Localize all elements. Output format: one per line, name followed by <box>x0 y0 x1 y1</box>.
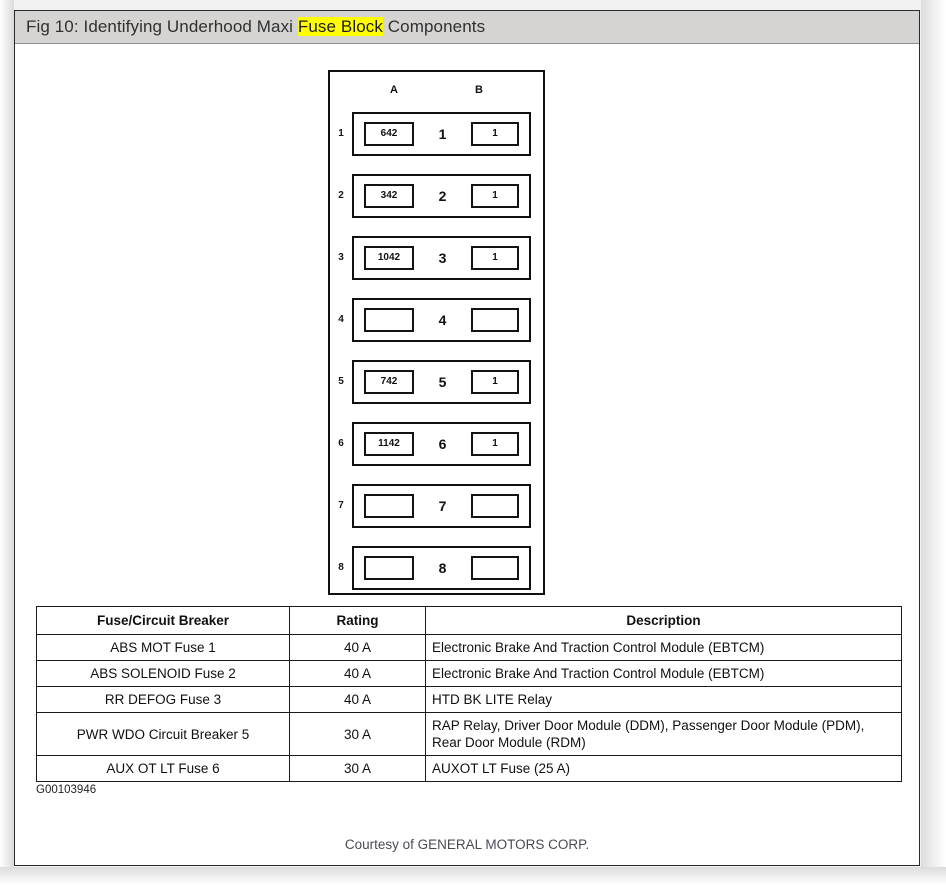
fuse-row-outline: 8 <box>352 545 531 590</box>
table-row: PWR WDO Circuit Breaker 5 30 A RAP Relay… <box>36 712 902 756</box>
fuse-slot-a: 1142 <box>364 431 414 456</box>
fuse-slot-b: 1 <box>471 369 519 394</box>
table-row: RR DEFOG Fuse 3 40 A HTD BK LITE Relay <box>36 686 902 713</box>
fuse-slot-b: 1 <box>471 121 519 146</box>
page-edge-left <box>0 0 14 886</box>
document-frame: Fig 10: Identifying Underhood Maxi Fuse … <box>14 10 920 866</box>
fuse-slot-b: 1 <box>471 183 519 208</box>
fuse-slot-a <box>364 493 414 518</box>
cell-rating: 40 A <box>289 634 426 661</box>
cell-description: HTD BK LITE Relay <box>425 686 902 713</box>
fuse-row-center-number: 2 <box>438 187 447 204</box>
fuse-slot-b: 1 <box>471 245 519 270</box>
fuse-row-outline: 742 5 1 <box>352 359 531 404</box>
fuse-slot-b-wrapper <box>471 493 519 518</box>
fuse-row: 3 1042 3 1 <box>330 227 543 288</box>
fuse-row-outline: 4 <box>352 297 531 342</box>
header-rating: Rating <box>289 606 426 635</box>
fuse-slot-b <box>471 493 519 518</box>
table-row: ABS MOT Fuse 1 40 A Electronic Brake And… <box>36 634 902 661</box>
fuse-row-center-number: 5 <box>438 373 447 390</box>
fuse-slot-b-wrapper <box>471 555 519 580</box>
fuse-slot-b-wrapper: 1 <box>471 245 519 270</box>
fuse-slot-b-wrapper: 1 <box>471 121 519 146</box>
fuse-slot-b-wrapper <box>471 307 519 332</box>
page-edge-right <box>921 0 946 886</box>
column-header-b: B <box>475 84 483 96</box>
fuse-row: 4 4 <box>330 289 543 350</box>
cell-fuse-name: PWR WDO Circuit Breaker 5 <box>36 712 290 756</box>
fuse-slot-b: 1 <box>471 431 519 456</box>
row-index-label: 4 <box>338 314 344 325</box>
cell-rating: 40 A <box>289 686 426 713</box>
fuse-row-center-number: 1 <box>438 125 447 142</box>
cell-rating: 30 A <box>289 712 426 756</box>
fuse-row-list: 1 642 1 1 2 342 2 1 <box>330 103 543 599</box>
fuse-slot-a <box>364 555 414 580</box>
title-text-suffix: Components <box>382 17 486 36</box>
table-header-row: Fuse/Circuit Breaker Rating Description <box>36 606 902 635</box>
header-fuse-circuit-breaker: Fuse/Circuit Breaker <box>36 606 290 635</box>
row-index-label: 1 <box>338 128 344 139</box>
fuse-slot-b-wrapper: 1 <box>471 431 519 456</box>
row-index-label: 3 <box>338 252 344 263</box>
row-index-label: 2 <box>338 190 344 201</box>
page-edge-bottom <box>0 867 946 886</box>
cell-description: AUXOT LT Fuse (25 A) <box>425 755 902 782</box>
fuse-slot-b-wrapper: 1 <box>471 369 519 394</box>
fuse-row: 7 7 <box>330 475 543 536</box>
fuse-slot-a <box>364 307 414 332</box>
fuse-row: 8 8 <box>330 537 543 598</box>
fuse-row-outline: 642 1 1 <box>352 111 531 156</box>
fuse-description-table: Fuse/Circuit Breaker Rating Description … <box>36 606 902 782</box>
header-description: Description <box>425 606 902 635</box>
row-index-label: 8 <box>338 562 344 573</box>
fuse-block-diagram: A B 1 642 1 1 2 342 <box>328 70 545 595</box>
fuse-slot-b-wrapper: 1 <box>471 183 519 208</box>
cell-fuse-name: AUX OT LT Fuse 6 <box>36 755 290 782</box>
table-row: AUX OT LT Fuse 6 30 A AUXOT LT Fuse (25 … <box>36 755 902 782</box>
fuse-row-outline: 342 2 1 <box>352 173 531 218</box>
cell-fuse-name: RR DEFOG Fuse 3 <box>36 686 290 713</box>
fuse-slot-a: 742 <box>364 369 414 394</box>
fuse-row-center-number: 8 <box>438 559 447 576</box>
fuse-row-center-number: 3 <box>438 249 447 266</box>
cell-description: Electronic Brake And Traction Control Mo… <box>425 634 902 661</box>
fuse-row: 2 342 2 1 <box>330 165 543 226</box>
row-index-label: 6 <box>338 438 344 449</box>
fuse-row-outline: 7 <box>352 483 531 528</box>
cell-fuse-name: ABS SOLENOID Fuse 2 <box>36 660 290 687</box>
table-row: ABS SOLENOID Fuse 2 40 A Electronic Brak… <box>36 660 902 687</box>
figure-title-bar: Fig 10: Identifying Underhood Maxi Fuse … <box>15 11 919 44</box>
fuse-row: 6 1142 6 1 <box>330 413 543 474</box>
fuse-row-outline: 1142 6 1 <box>352 421 531 466</box>
courtesy-label: Courtesy of GENERAL MOTORS CORP. <box>344 837 590 852</box>
fuse-row-center-number: 4 <box>438 311 447 328</box>
title-text-prefix: Fig 10: Identifying Underhood Maxi <box>26 17 298 36</box>
fuse-slot-b <box>471 555 519 580</box>
fuse-row-center-number: 7 <box>438 497 447 514</box>
row-index-label: 7 <box>338 500 344 511</box>
cell-fuse-name: ABS MOT Fuse 1 <box>36 634 290 661</box>
fuse-slot-b <box>471 307 519 332</box>
cell-description: RAP Relay, Driver Door Module (DDM), Pas… <box>425 712 902 756</box>
cell-rating: 30 A <box>289 755 426 782</box>
figure-id-label: G00103946 <box>36 784 97 796</box>
fuse-row: 1 642 1 1 <box>330 103 543 164</box>
title-highlight-fuse-block: Fuse Block <box>297 17 383 36</box>
fuse-slot-a: 342 <box>364 183 414 208</box>
fuse-slot-a: 642 <box>364 121 414 146</box>
page-title: Fig 10: Identifying Underhood Maxi Fuse … <box>15 17 485 37</box>
column-header-a: A <box>390 84 398 96</box>
cell-rating: 40 A <box>289 660 426 687</box>
cell-description: Electronic Brake And Traction Control Mo… <box>425 660 902 687</box>
fuse-slot-a: 1042 <box>364 245 414 270</box>
row-index-label: 5 <box>338 376 344 387</box>
fuse-row: 5 742 5 1 <box>330 351 543 412</box>
fuse-row-center-number: 6 <box>438 435 447 452</box>
fuse-row-outline: 1042 3 1 <box>352 235 531 280</box>
